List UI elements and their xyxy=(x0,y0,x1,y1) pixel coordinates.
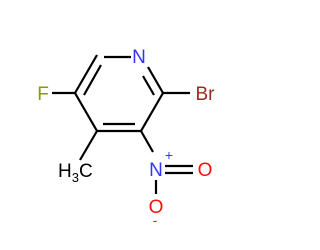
nitro-oxygen-right-label: O xyxy=(198,160,213,181)
bond-c5-c6-inner xyxy=(83,64,102,96)
structure-canvas: N F Br H3C N + O O - xyxy=(37,47,216,228)
bond-n1-c2 xyxy=(147,66,164,94)
bond-c5-c6 xyxy=(74,54,98,94)
molecule-drawing: N F Br H3C N + O O - xyxy=(37,47,216,228)
nitro-oxygen-bottom-label: O xyxy=(149,197,164,218)
nitro-nitrogen-charge: + xyxy=(165,147,173,163)
bond-c3-no2 xyxy=(140,130,154,153)
bond-n1-c2-inner xyxy=(142,75,155,96)
methyl-h: H xyxy=(58,161,72,182)
bond-c2-c3 xyxy=(140,92,164,132)
methyl-subscript: 3 xyxy=(72,170,79,185)
bond-c4-ch3 xyxy=(79,130,98,161)
methyl-group-label: H3C xyxy=(58,161,93,185)
nitro-nitrogen-label: N xyxy=(149,160,163,181)
ring-nitrogen-label: N xyxy=(132,47,146,68)
bond-c4-c5 xyxy=(74,92,98,132)
bromine-label: Br xyxy=(196,84,216,105)
fluorine-label: F xyxy=(37,84,49,105)
methyl-c: C xyxy=(79,161,93,182)
nitro-oxygen-charge: - xyxy=(153,212,158,228)
